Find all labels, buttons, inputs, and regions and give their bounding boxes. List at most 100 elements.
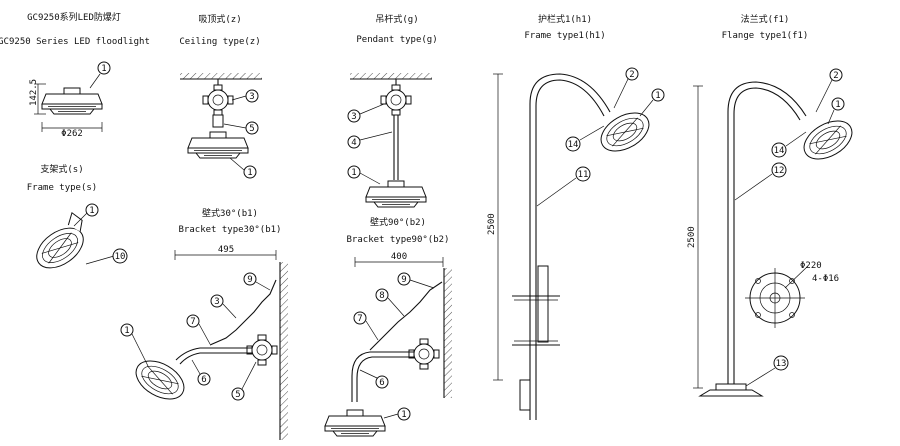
bracket30-title-cn: 壁式30°(b1)	[202, 207, 258, 219]
pendant-lamp	[365, 180, 427, 208]
bracket90-arm	[351, 351, 414, 402]
svg-text:3: 3	[351, 112, 356, 122]
callout-11-h1	[575, 166, 591, 182]
frame-type-h1-view: 护栏式1(h1) Frame type1(h1) 2500 2 1 14 11	[487, 13, 665, 420]
bracket30-wall	[280, 262, 288, 440]
h1-dimension: 2500	[487, 213, 497, 235]
svg-text:2: 2	[833, 71, 838, 81]
callout-1	[97, 61, 111, 75]
callout-2-h1	[625, 67, 639, 81]
f1-dimension: 2500	[687, 226, 697, 248]
callout-g-ceiling	[245, 121, 259, 135]
frame-s-title-cn: 支架式(s)	[40, 163, 83, 175]
f1-flange-plate	[715, 383, 747, 391]
svg-text:14: 14	[774, 146, 785, 156]
callout-6-b2	[375, 375, 389, 389]
bracket30-junction-box	[246, 334, 278, 366]
svg-text:1: 1	[124, 326, 129, 336]
callout-9-b1	[243, 272, 257, 286]
flange-title-en: Flange type1(f1)	[722, 31, 809, 41]
callout-7-b2	[353, 311, 367, 325]
frame-type-s-view: 支架式(s) Frame type(s) 1 10	[27, 163, 128, 277]
h1-base-bracket	[519, 379, 531, 411]
h1-frame-clamp	[537, 265, 549, 343]
width-dimension: Φ262	[61, 129, 83, 139]
frame-h1-title-cn: 护栏式1(h1)	[538, 13, 592, 25]
callout-12-f1	[771, 162, 787, 178]
bracket30-dimension: 495	[218, 245, 234, 255]
ceiling-junction-box	[202, 84, 234, 116]
f1-pole	[727, 81, 807, 388]
h1-lamp	[593, 104, 657, 160]
flange-view: 法兰式(f1) Flange type1(f1) 2500 Φ220 4-Φ16…	[687, 13, 860, 397]
bracket90-dimension: 400	[391, 252, 407, 262]
svg-text:3: 3	[214, 297, 219, 307]
frame-s-title-en: Frame type(s)	[27, 183, 97, 193]
f1-flange-diameter: Φ220	[800, 261, 822, 271]
svg-text:1: 1	[655, 91, 660, 101]
callout-1-h1	[651, 88, 665, 102]
callout-14-f1	[771, 142, 787, 158]
svg-text:1: 1	[351, 168, 356, 178]
callout-7-b1	[186, 314, 200, 328]
callout-9-b2	[397, 272, 411, 286]
series-title-cn: GC9250系列LED防爆灯	[27, 11, 121, 23]
callout-8-b2	[375, 288, 389, 302]
pendant-junction-box	[380, 84, 412, 116]
svg-text:6: 6	[379, 378, 384, 388]
svg-text:5: 5	[249, 124, 254, 134]
svg-text:9: 9	[401, 275, 406, 285]
svg-text:12: 12	[774, 166, 785, 176]
svg-text:3: 3	[249, 92, 254, 102]
bracket90-chain	[369, 281, 443, 351]
callout-1-pendant	[347, 165, 361, 179]
bracket90-title-en: Bracket type90°(b2)	[347, 235, 450, 245]
callout-5-b1	[231, 387, 245, 401]
ceiling-hatch	[180, 73, 262, 79]
series-view: GC9250系列LED防爆灯 GC9250 Series LED floodli…	[0, 11, 150, 139]
bracket90-lamp	[324, 409, 386, 437]
ceiling-title-en: Ceiling type(z)	[179, 37, 260, 47]
svg-text:9: 9	[247, 275, 252, 285]
h1-pole	[529, 73, 611, 420]
callout-14-h1	[565, 136, 581, 152]
callout-1-s	[85, 203, 99, 217]
frame-h1-title-en: Frame type1(h1)	[524, 31, 605, 41]
ceiling-lamp	[187, 131, 249, 159]
svg-text:11: 11	[578, 170, 589, 180]
callout-4-pendant	[347, 135, 361, 149]
lamp-tilted-s	[29, 211, 91, 277]
flange-title-cn: 法兰式(f1)	[741, 13, 790, 25]
callout-3-pendant	[347, 109, 361, 123]
callout-1-f1	[831, 97, 845, 111]
svg-text:6: 6	[201, 375, 206, 385]
callout-3-b1	[210, 294, 224, 308]
bracket90-junction-box	[408, 338, 440, 370]
pendant-title-en: Pendant type(g)	[356, 35, 437, 45]
svg-text:10: 10	[115, 252, 126, 262]
svg-text:1: 1	[89, 206, 94, 216]
bracket30-arm	[175, 347, 252, 361]
pendant-ceiling-hatch	[350, 73, 432, 79]
bracket30-view: 壁式30°(b1) Bracket type30°(b1) 495 9 3 7 …	[120, 207, 288, 440]
ceiling-view: 吸顶式(z) Ceiling type(z) 3 5 1	[179, 13, 262, 179]
bracket30-title-en: Bracket type30°(b1)	[179, 225, 282, 235]
svg-text:1: 1	[401, 410, 406, 420]
pendant-view: 吊杆式(g) Pendant type(g) 3 4 1	[347, 13, 438, 208]
f1-bolt-holes: 4-Φ16	[812, 274, 839, 284]
bracket30-lamp	[128, 352, 192, 408]
callout-1-ceiling	[243, 165, 257, 179]
svg-text:7: 7	[357, 314, 362, 324]
callout-2-f1	[829, 68, 843, 82]
svg-text:1: 1	[835, 100, 840, 110]
svg-text:5: 5	[235, 390, 240, 400]
callout-3-ceiling	[245, 89, 259, 103]
svg-text:8: 8	[379, 291, 384, 301]
series-title-en: GC9250 Series LED floodlight	[0, 37, 150, 47]
callout-13-f1	[773, 355, 789, 371]
callout-10	[112, 248, 128, 264]
svg-text:13: 13	[776, 359, 787, 369]
pendant-title-cn: 吊杆式(g)	[375, 13, 418, 25]
